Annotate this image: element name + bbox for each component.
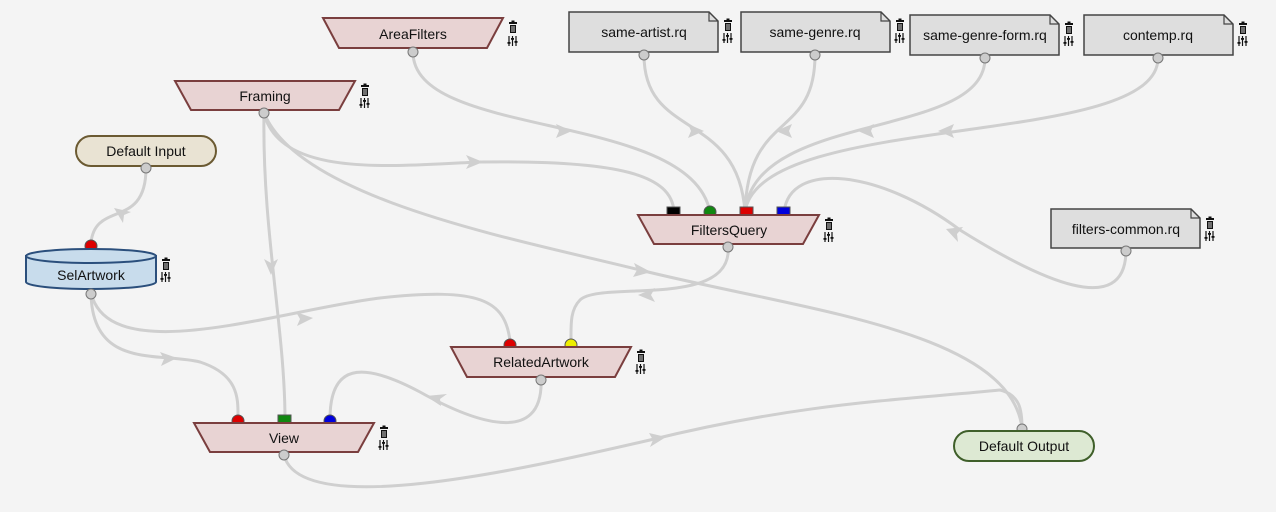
input-port-green[interactable] (277, 414, 292, 424)
input-port-red[interactable] (739, 206, 754, 216)
node-framing[interactable]: Framing (173, 80, 371, 119)
trash-icon[interactable] (895, 18, 905, 32)
edges-layer (89, 51, 1160, 489)
trash-icon[interactable] (1205, 216, 1215, 230)
edge-same-genre-to-filters-query[interactable] (743, 54, 817, 213)
output-port[interactable] (535, 374, 547, 386)
node-related-artwork[interactable]: RelatedArtwork (449, 338, 647, 386)
sliders-icon[interactable] (377, 439, 390, 451)
output-port[interactable] (1152, 52, 1164, 64)
sliders-icon[interactable] (1236, 35, 1249, 47)
edge-sel-artwork-to-view[interactable] (89, 292, 240, 420)
input-port-blue[interactable] (776, 206, 791, 216)
node-contemp-rq[interactable]: contemp.rq (1083, 14, 1249, 64)
node-same-artist-rq[interactable]: same-artist.rq (568, 11, 734, 61)
node-label: View (269, 430, 300, 446)
node-sel-artwork[interactable]: SelArtwork (25, 239, 172, 300)
node-default-output[interactable]: Default Output (953, 423, 1095, 462)
node-label: FiltersQuery (691, 222, 767, 238)
edge-view-to-default-output[interactable] (282, 388, 1024, 489)
trash-icon[interactable] (723, 18, 733, 32)
sliders-icon[interactable] (822, 231, 835, 243)
node-default-input[interactable]: Default Input (75, 135, 217, 174)
sliders-icon[interactable] (634, 363, 647, 375)
trash-icon[interactable] (161, 257, 171, 271)
output-port[interactable] (258, 107, 270, 119)
output-port[interactable] (809, 49, 821, 61)
sliders-icon[interactable] (358, 97, 371, 109)
edge-filters-query-to-related-artwork[interactable] (569, 244, 730, 342)
edge-sel-artwork-to-related-artwork[interactable] (89, 292, 512, 342)
output-port[interactable] (979, 52, 991, 64)
node-view[interactable]: View (192, 414, 390, 461)
output-port[interactable] (85, 288, 97, 300)
node-label: SelArtwork (57, 267, 126, 283)
node-label: same-genre-form.rq (923, 27, 1047, 43)
sliders-icon[interactable] (893, 32, 906, 44)
node-label: Framing (239, 88, 290, 104)
node-label: RelatedArtwork (493, 354, 590, 370)
output-port[interactable] (1120, 245, 1132, 257)
output-port[interactable] (638, 49, 650, 61)
sliders-icon[interactable] (1203, 230, 1216, 242)
node-label: AreaFilters (379, 26, 447, 42)
node-label: same-artist.rq (601, 24, 687, 40)
node-label: filters-common.rq (1072, 221, 1180, 237)
node-area-filters[interactable]: AreaFilters (321, 17, 519, 58)
sliders-icon[interactable] (1062, 35, 1075, 47)
trash-icon[interactable] (1238, 21, 1248, 35)
sliders-icon[interactable] (159, 271, 172, 283)
trash-icon[interactable] (508, 20, 518, 34)
edge-framing-to-view[interactable] (262, 112, 287, 421)
trash-icon[interactable] (1064, 21, 1074, 35)
output-port[interactable] (140, 162, 152, 174)
edge-related-artwork-to-view[interactable] (328, 370, 543, 425)
edge-default-input-to-sel-artwork[interactable] (89, 167, 148, 244)
node-label: Default Input (106, 143, 185, 159)
edge-framing-to-filters-query[interactable] (262, 112, 676, 213)
node-same-genre-form-rq[interactable]: same-genre-form.rq (909, 14, 1075, 64)
output-port[interactable] (407, 46, 419, 58)
trash-icon[interactable] (360, 83, 370, 97)
node-label: contemp.rq (1123, 27, 1193, 43)
node-same-genre-rq[interactable]: same-genre.rq (740, 11, 906, 61)
edge-contemp-to-filters-query[interactable] (743, 57, 1160, 213)
edge-area-filters-to-filters-query[interactable] (411, 51, 712, 213)
trash-icon[interactable] (379, 425, 389, 439)
output-port[interactable] (278, 449, 290, 461)
node-label: Default Output (979, 438, 1069, 454)
input-port-black[interactable] (666, 206, 681, 216)
trash-icon[interactable] (636, 349, 646, 363)
node-filters-common-rq[interactable]: filters-common.rq (1050, 208, 1216, 257)
sliders-icon[interactable] (506, 35, 519, 47)
output-port[interactable] (722, 241, 734, 253)
node-filters-query[interactable]: FiltersQuery (636, 205, 835, 253)
node-label: same-genre.rq (769, 24, 860, 40)
sliders-icon[interactable] (721, 32, 734, 44)
trash-icon[interactable] (824, 217, 834, 231)
